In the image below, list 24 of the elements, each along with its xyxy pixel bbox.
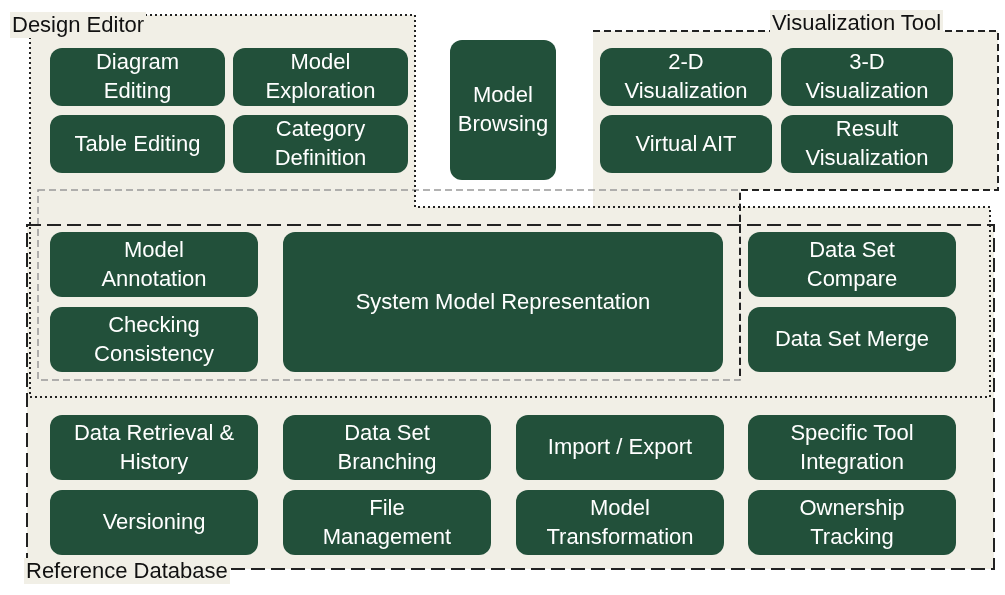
module-box: Virtual AIT — [600, 115, 772, 173]
module-box: Import / Export — [516, 415, 724, 480]
region-title: Design Editor — [10, 12, 147, 38]
module-box: Specific Tool Integration — [748, 415, 956, 480]
module-box: 3-D Visualization — [781, 48, 953, 106]
module-box: Diagram Editing — [50, 48, 225, 106]
module-box: Data Set Merge — [748, 307, 956, 372]
module-box: Model Annotation — [50, 232, 258, 297]
module-box: Model Exploration — [233, 48, 408, 106]
module-box: Model Transformation — [516, 490, 724, 555]
module-box: Data Set Branching — [283, 415, 491, 480]
module-box: Checking Consistency — [50, 307, 258, 372]
module-box: System Model Representation — [283, 232, 723, 372]
module-box: Model Browsing — [450, 40, 556, 180]
module-box: Table Editing — [50, 115, 225, 173]
module-box: Category Definition — [233, 115, 408, 173]
module-box: File Management — [283, 490, 491, 555]
module-box: Result Visualization — [781, 115, 953, 173]
region-title: Reference Database — [24, 558, 230, 584]
module-box: Data Set Compare — [748, 232, 956, 297]
module-box: Ownership Tracking — [748, 490, 956, 555]
module-box: Versioning — [50, 490, 258, 555]
module-box: Data Retrieval & History — [50, 415, 258, 480]
module-box: 2-D Visualization — [600, 48, 772, 106]
